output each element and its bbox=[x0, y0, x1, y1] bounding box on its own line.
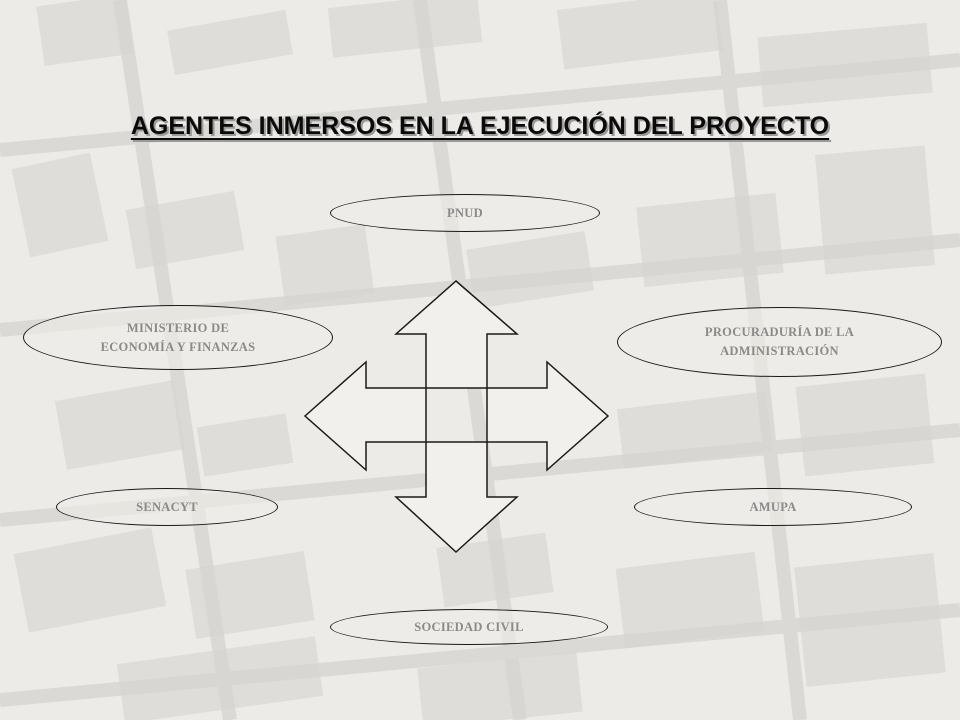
node-proc-line1: PROCURADURÍA DE LA bbox=[704, 325, 855, 339]
node-amupa-label: AMUPA bbox=[749, 499, 797, 514]
node-mef-line2: ECONOMÍA Y FINANZAS bbox=[100, 339, 256, 354]
page-title: AGENTES INMERSOS EN LA EJECUCIÓN DEL PRO… bbox=[130, 112, 830, 140]
node-sociedad-civil: SOCIEDAD CIVIL bbox=[330, 609, 608, 645]
left-arrow bbox=[303, 360, 427, 472]
node-amupa: AMUPA bbox=[634, 488, 912, 526]
right-arrow bbox=[486, 360, 610, 472]
node-senacyt-label: SENACYT bbox=[136, 499, 198, 514]
node-ministerio-economia: MINISTERIO DE ECONOMÍA Y FINANZAS bbox=[23, 305, 333, 370]
node-procuraduria: PROCURADURÍA DE LA ADMINISTRACIÓN bbox=[617, 307, 942, 377]
node-senacyt: SENACYT bbox=[56, 488, 278, 526]
down-arrow bbox=[394, 441, 519, 554]
node-sociedad-label: SOCIEDAD CIVIL bbox=[414, 619, 524, 634]
node-pnud-label: PNUD bbox=[447, 205, 483, 220]
node-proc-line2: ADMINISTRACIÓN bbox=[720, 344, 839, 358]
up-arrow bbox=[394, 280, 520, 389]
node-mef-line1: MINISTERIO DE bbox=[126, 320, 230, 335]
node-pnud: PNUD bbox=[330, 194, 600, 232]
